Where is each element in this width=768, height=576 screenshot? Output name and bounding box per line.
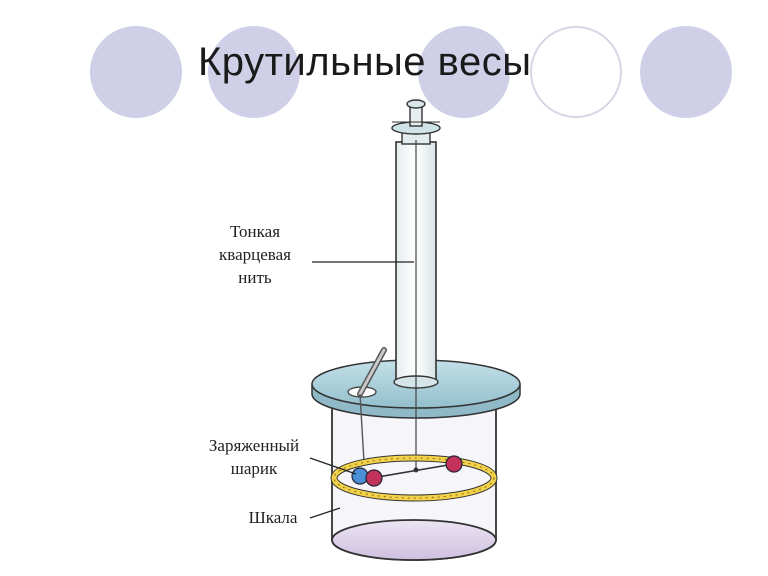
leader-scale — [309, 507, 341, 519]
torsion-head — [391, 99, 441, 135]
beam-ball-right — [445, 455, 463, 473]
slide-title: Крутильные весы — [198, 40, 532, 84]
decor-circle-3 — [418, 26, 510, 118]
label-quartz-thread: Тонкая кварцевая нить — [196, 220, 314, 289]
decor-circle-5 — [640, 26, 732, 118]
decor-ring-4 — [530, 26, 622, 118]
label-scale-text: Шкала — [248, 508, 298, 527]
decor-circle-2 — [208, 26, 300, 118]
insert-rod — [357, 347, 387, 463]
label-thread-line1: Тонкая — [229, 222, 281, 241]
label-thread-line2: кварцевая — [219, 245, 291, 264]
decor-circle-1 — [90, 26, 182, 118]
beam-ball-left — [365, 469, 383, 487]
label-scale: Шкала — [236, 506, 310, 529]
label-charged-ball: Заряженный шарик — [186, 434, 322, 480]
cylinder-base — [331, 519, 497, 561]
label-thread-line3: нить — [238, 268, 272, 287]
balance-beam — [371, 463, 455, 479]
label-ball-line2: шарик — [230, 459, 278, 478]
charged-ball — [351, 467, 369, 485]
leader-ball — [309, 457, 357, 475]
scale-ring — [330, 454, 498, 502]
label-ball-line1: Заряженный — [208, 436, 300, 455]
glass-cylinder — [331, 398, 497, 561]
